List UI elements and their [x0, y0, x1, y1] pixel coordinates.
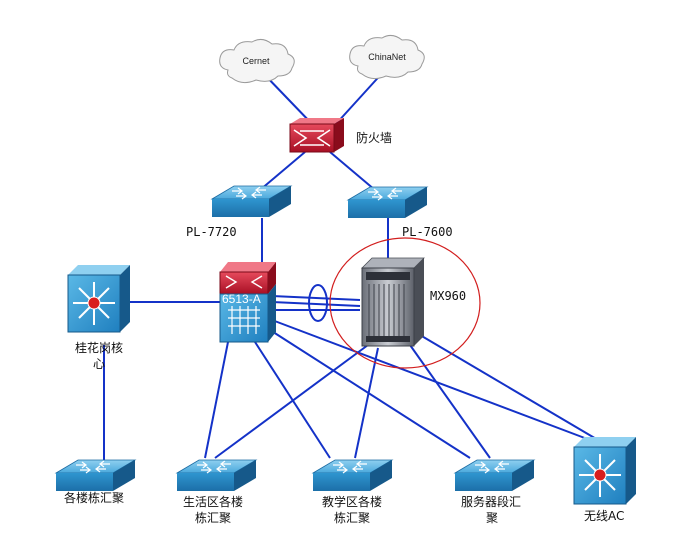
link-6513-server — [269, 329, 471, 459]
switch-building-icon — [54, 459, 137, 491]
core-switch-6513-icon — [219, 262, 276, 343]
link-mx960-wireless — [419, 334, 599, 441]
link-firewall-pl7600 — [329, 151, 376, 191]
agg-living-label-line1: 生活区各楼 — [183, 494, 243, 509]
core-router-guihuagang-icon — [67, 265, 130, 333]
link-mx960-teaching — [354, 347, 379, 459]
agg-teaching-label-line1: 教学区各楼 — [322, 494, 382, 509]
switch-teaching-icon — [311, 459, 394, 491]
cloud-label-cernet: Cernet — [242, 56, 270, 66]
link-6513-living — [204, 341, 229, 459]
cloud-cernet: Cernet — [219, 38, 295, 84]
link-chinanet-firewall — [334, 69, 386, 126]
agg-building-label: 各楼栋汇聚 — [64, 490, 124, 505]
agg-living-label-line2: 栋汇聚 — [195, 510, 231, 525]
link-mx960-living — [214, 344, 369, 459]
network-links — [103, 69, 599, 460]
wireless-ac-icon — [573, 437, 636, 505]
cloud-label-chinanet: ChinaNet — [368, 52, 406, 62]
switch-server-icon — [453, 459, 536, 491]
agg-server-label-line2: 聚 — [486, 511, 498, 525]
link-aggregation-ring — [308, 284, 328, 322]
link-firewall-pl7720 — [259, 151, 306, 191]
mx960-highlight-ellipse — [329, 237, 481, 369]
link-mx960-server — [409, 344, 491, 459]
agg-teaching-label-line2: 栋汇聚 — [334, 510, 370, 525]
firewall-icon — [289, 118, 344, 153]
link-6513-mx960-b — [271, 301, 361, 307]
core-guihuagang-label-line2: 心 — [93, 357, 105, 371]
switch-pl7720-label: PL-7720 — [186, 225, 237, 239]
switch-pl7720-icon — [210, 185, 293, 217]
link-6513-mx960-a — [271, 295, 361, 301]
firewall-label: 防火墙 — [356, 130, 392, 145]
router-mx960-icon — [361, 257, 425, 347]
agg-server-label-line1: 服务器段汇 — [461, 494, 521, 509]
link-6513-wireless — [271, 319, 591, 441]
switch-pl7600-icon — [346, 186, 429, 218]
core-switch-6513-label: 6513-A — [222, 292, 261, 306]
wireless-ac-label: 无线AC — [584, 509, 624, 523]
router-mx960-label: MX960 — [430, 289, 466, 303]
switch-pl7600-label: PL-7600 — [402, 225, 453, 239]
core-guihuagang-label-line1: 桂花岗核 — [75, 340, 123, 355]
cloud-chinanet: ChinaNet — [349, 34, 425, 80]
switch-living-icon — [175, 459, 258, 491]
